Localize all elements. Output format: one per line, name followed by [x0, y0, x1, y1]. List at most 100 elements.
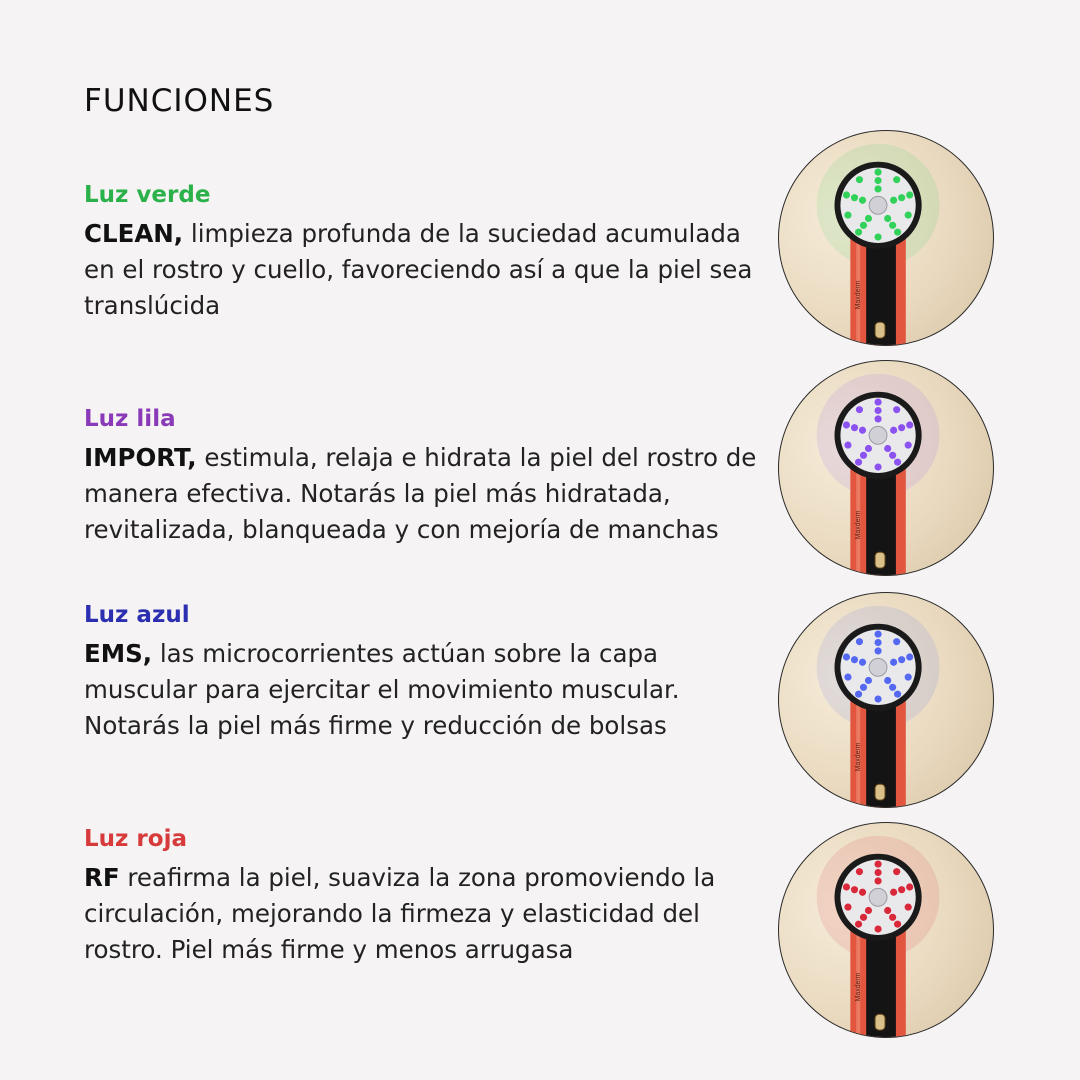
function-blue: Luz azul EMS, las microcorrientes actúan…: [84, 600, 774, 744]
led-dot: [890, 658, 898, 666]
function-keyword: IMPORT,: [84, 443, 197, 472]
led-dot: [844, 441, 852, 449]
device-purple-light-image: Maxderm: [778, 360, 994, 576]
led-dot: [889, 451, 897, 459]
led-dot: [874, 695, 882, 703]
led-dot: [884, 906, 892, 915]
led-dot: [874, 647, 882, 655]
device-hub: [868, 887, 888, 907]
led-dot: [874, 176, 882, 185]
led-dot: [906, 421, 914, 429]
led-dot: [842, 191, 851, 199]
led-dot: [874, 860, 882, 868]
led-dot: [889, 913, 897, 921]
led-dot: [874, 638, 882, 647]
led-dot: [898, 886, 906, 894]
function-title: Luz roja: [84, 826, 187, 852]
function-description: RF reafirma la piel, suaviza la zona pro…: [84, 860, 774, 968]
function-keyword: EMS,: [84, 639, 153, 668]
device-power-button: [874, 1013, 886, 1031]
led-dot: [855, 638, 864, 646]
led-dot: [859, 683, 868, 691]
device-brand-label: Maxderm: [855, 972, 862, 1001]
led-dot: [874, 233, 882, 241]
led-dot: [904, 903, 912, 911]
led-dot: [855, 406, 864, 414]
led-dot: [842, 653, 851, 661]
led-dot: [858, 196, 867, 204]
function-text: las microcorrientes actúan sobre la capa…: [84, 639, 680, 740]
device-handle-highlight: [856, 205, 861, 345]
device-handle-highlight: [856, 667, 861, 807]
led-dot: [842, 421, 851, 429]
led-dot: [898, 656, 906, 664]
led-dot: [864, 214, 873, 223]
device-hub: [868, 657, 888, 677]
led-dot: [859, 913, 868, 921]
led-dot: [874, 463, 882, 471]
led-dot: [854, 920, 863, 928]
led-dot: [844, 673, 852, 681]
led-dot: [874, 877, 882, 885]
device-hub: [868, 425, 888, 445]
led-dot: [855, 868, 864, 876]
led-dot: [859, 221, 868, 229]
led-dot: [890, 426, 898, 434]
led-dot: [904, 673, 912, 681]
led-dot: [850, 886, 859, 894]
device-handle-highlight: [856, 435, 861, 575]
led-dot: [898, 424, 906, 432]
led-dot: [850, 424, 859, 432]
led-dot: [906, 191, 914, 199]
led-dot: [850, 194, 859, 202]
device-hub: [868, 195, 888, 215]
device-brand-label: Maxderm: [855, 510, 862, 539]
led-dot: [854, 690, 863, 698]
led-dot: [904, 211, 912, 219]
led-dot: [864, 444, 873, 453]
led-dot: [894, 690, 902, 698]
led-dot: [864, 906, 873, 915]
led-dot: [874, 630, 882, 638]
function-title: Luz verde: [84, 182, 211, 208]
function-red: Luz roja RF reafirma la piel, suaviza la…: [84, 824, 774, 968]
led-dot: [890, 888, 898, 896]
led-dot: [874, 415, 882, 423]
led-dot: [894, 458, 902, 466]
led-dot: [884, 214, 892, 223]
device-power-button: [874, 321, 886, 339]
led-dot: [906, 883, 914, 891]
function-text: limpieza profunda de la suciedad acumula…: [84, 219, 753, 320]
function-description: EMS, las microcorrientes actúan sobre la…: [84, 636, 774, 744]
function-keyword: CLEAN,: [84, 219, 184, 248]
device-power-button: [874, 551, 886, 569]
led-dot: [884, 444, 892, 453]
led-dot: [854, 228, 863, 236]
function-keyword: RF: [84, 863, 120, 892]
led-dot: [844, 211, 852, 219]
led-dot: [890, 196, 898, 204]
led-dot: [844, 903, 852, 911]
function-description: IMPORT, estimula, relaja e hidrata la pi…: [84, 440, 774, 548]
led-dot: [874, 925, 882, 933]
function-title: Luz lila: [84, 406, 176, 432]
device-screen: [866, 242, 896, 345]
led-dot: [858, 426, 867, 434]
led-dot: [859, 451, 868, 459]
device-brand-label: Maxderm: [855, 742, 862, 771]
led-dot: [893, 638, 901, 646]
led-dot: [904, 441, 912, 449]
led-dot: [874, 185, 882, 193]
device-handle-highlight: [856, 897, 861, 1037]
function-purple: Luz lila IMPORT, estimula, relaja e hidr…: [84, 404, 774, 548]
led-dot: [850, 656, 859, 664]
led-dot: [842, 883, 851, 891]
device-green-light-image: Maxderm: [778, 130, 994, 346]
led-dot: [889, 221, 897, 229]
device-power-button: [874, 783, 886, 801]
device-blue-light-image: Maxderm: [778, 592, 994, 808]
led-dot: [874, 168, 882, 176]
function-title: Luz azul: [84, 602, 190, 628]
device-screen: [866, 704, 896, 807]
led-dot: [855, 176, 864, 184]
